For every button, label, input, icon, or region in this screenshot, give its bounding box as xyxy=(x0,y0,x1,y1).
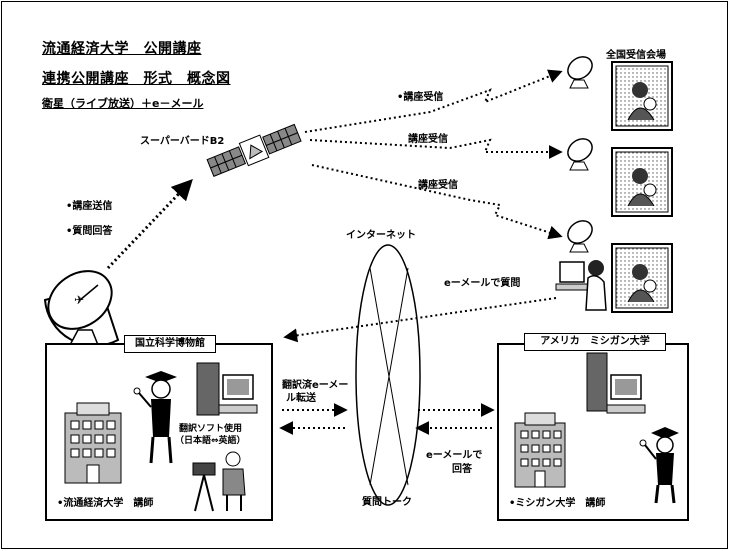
left-venue-box: 翻訳ソフト使用 （日本語⇔英語） •流通経済大学 講師 xyxy=(45,343,273,521)
building-icon xyxy=(64,402,122,484)
person-at-computer-icon xyxy=(555,260,607,311)
venue-2-icon xyxy=(567,138,673,217)
email-answer-label-2: 回答 xyxy=(452,464,472,475)
receive-label-1: •講座受信 xyxy=(397,92,444,103)
graduate-icon xyxy=(133,371,177,464)
translated-email-label-2: ル転送 xyxy=(286,393,316,404)
venue-label: 全国受信会場 xyxy=(606,50,666,61)
receive-label-2: 講座受信 xyxy=(408,134,448,145)
internet-label: インターネット xyxy=(346,230,416,241)
graduate-icon xyxy=(639,427,679,504)
computer-icon xyxy=(586,352,646,414)
left-box-graphics xyxy=(64,362,258,512)
camera-operator-icon xyxy=(192,451,246,512)
question-talk-label: 質問トーク xyxy=(362,497,412,508)
page-subtitle: 連携公開講座 形式 概念図 xyxy=(42,71,231,87)
email-answer-label-1: eーメールで xyxy=(426,450,483,461)
receive-label-3: 講座受信 xyxy=(418,180,458,191)
svg-text:✈: ✈ xyxy=(74,293,84,307)
translated-email-label-1: 翻訳済eーメー xyxy=(282,380,349,391)
page-title: 流通経済大学 公開講座 xyxy=(42,41,202,57)
right-box-title: アメリカ ミシガン大学 xyxy=(524,333,666,351)
left-box-title: 国立科学博物館 xyxy=(124,335,216,353)
satellite-dish-icon-ground: ✈ xyxy=(43,270,120,347)
email-question-label: eーメールで質問 xyxy=(444,278,521,289)
venue-1-icon xyxy=(567,56,673,131)
left-lecturer-label: •流通経済大学 講師 xyxy=(57,498,154,509)
right-venue-box: •ミシガン大学 講師 xyxy=(497,343,689,521)
software-label-1: 翻訳ソフト使用 xyxy=(179,424,243,434)
building-icon xyxy=(514,412,566,488)
satellite-label: スーパーバードB2 xyxy=(140,136,225,147)
internet-ellipse xyxy=(355,244,421,506)
right-lecturer-label: •ミシガン大学 講師 xyxy=(509,498,606,509)
software-label-2: （日本語⇔英語） xyxy=(175,436,246,446)
venue-3-icon xyxy=(567,220,673,313)
satellite-icon xyxy=(206,123,302,177)
right-box-graphics xyxy=(514,352,679,504)
computer-icon xyxy=(196,362,258,416)
answer-label: •質問回答 xyxy=(66,226,113,237)
page-subtitle-2: 衛星（ライブ放送）＋e－メール xyxy=(42,97,204,110)
send-label: •講座送信 xyxy=(66,201,113,212)
